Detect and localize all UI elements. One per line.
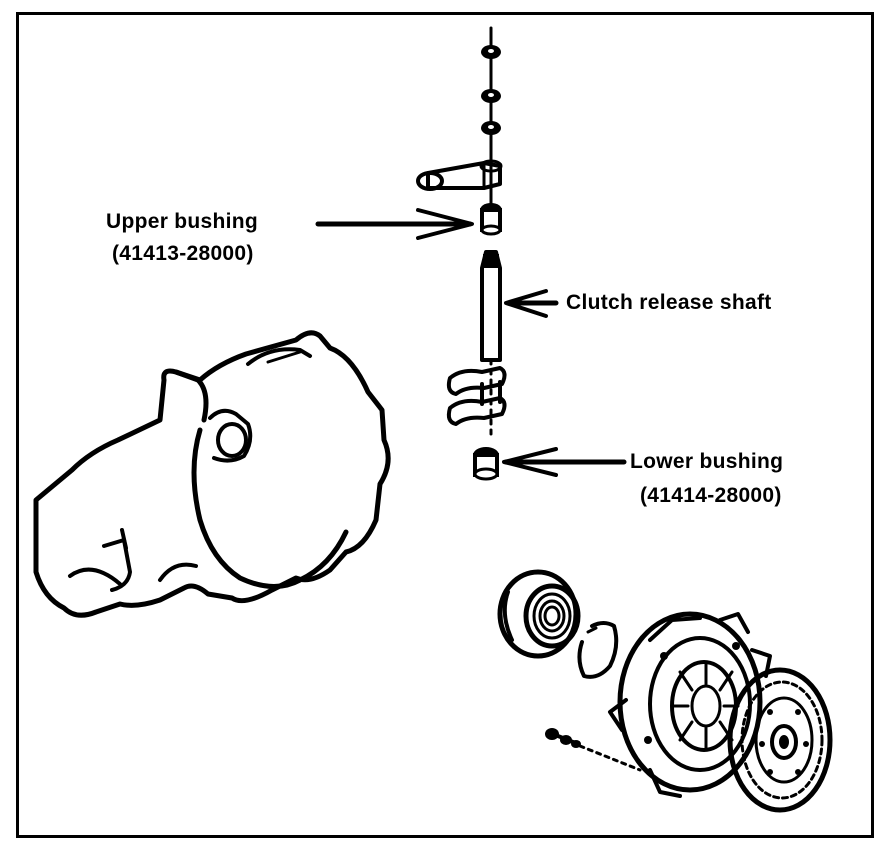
label-lower-bushing: Lower bushing xyxy=(630,450,784,473)
release-shaft xyxy=(480,250,502,442)
arrow-upper-bushing xyxy=(315,208,474,240)
lower-bushing-part xyxy=(473,447,499,481)
diagram-frame xyxy=(16,12,874,838)
release-lever xyxy=(416,159,503,191)
label-upper-bushing: Upper bushing xyxy=(106,210,259,233)
arrow-lower-bushing xyxy=(502,447,627,477)
release-fork xyxy=(446,366,507,426)
release-bearing xyxy=(497,569,581,659)
clutch-disc xyxy=(727,667,833,813)
top-nut-stack xyxy=(481,26,501,212)
label-upper-bushing-part: (41413-28000) xyxy=(112,242,254,265)
nut-2 xyxy=(481,89,501,103)
upper-bushing-part xyxy=(480,203,502,236)
arrow-release-shaft xyxy=(504,289,559,318)
clutch-housing xyxy=(33,330,391,618)
label-lower-bushing-part: (41414-28000) xyxy=(640,484,782,507)
nut-3 xyxy=(481,121,501,135)
retaining-clip xyxy=(577,621,619,679)
cover-bolt xyxy=(545,728,642,772)
nut-1 xyxy=(481,45,501,59)
label-clutch-release-shaft: Clutch release shaft xyxy=(566,291,772,314)
